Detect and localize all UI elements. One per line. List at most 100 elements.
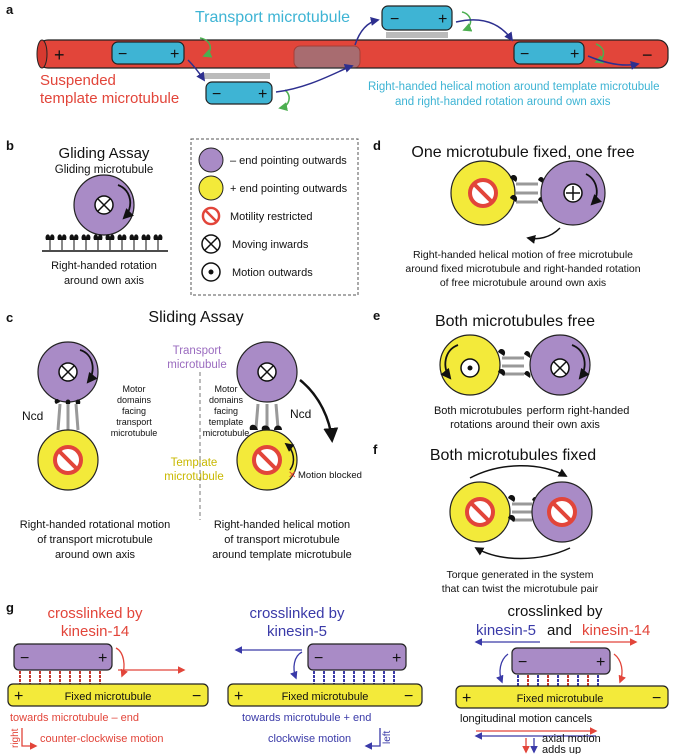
template-label-2: template microtubule: [40, 90, 179, 107]
motor-right-3: facing: [214, 406, 238, 416]
right-purple-plus: +: [596, 654, 605, 671]
mid-title-1: crosslinked by: [249, 605, 345, 622]
motors-e: [502, 356, 524, 376]
transport-mt-1: [111, 41, 185, 65]
right-k14: kinesin-14: [582, 622, 650, 639]
mt2-minus: −: [212, 86, 221, 103]
template-plus: +: [54, 45, 65, 65]
panel-d-caption-3: of free microtubule around own axis: [440, 277, 606, 289]
mt3-minus: −: [390, 11, 399, 28]
green-rotation-arrow-1: [199, 37, 213, 58]
panel-e-caption-b: perform right-handed: [527, 405, 630, 417]
left-purple-plus: +: [98, 650, 107, 667]
navy-arrow-5: [587, 55, 640, 70]
motor-right-2: domains: [209, 395, 244, 405]
panel-a-label: a: [6, 2, 14, 17]
ncd-label-right: Ncd: [290, 407, 311, 421]
panel-f-caption-1: Torque generated in the system: [446, 569, 593, 581]
motors-d: [516, 182, 538, 204]
motors-f: [512, 502, 532, 522]
transport-mt-4: [513, 41, 585, 65]
legend: – end pointing outwards + end pointing o…: [190, 138, 359, 296]
moving-inwards-icon: [201, 234, 221, 254]
blocked-arrow: [284, 442, 295, 471]
motility-restricted-icon-d: [468, 178, 498, 208]
motor-left-3: facing: [122, 406, 146, 416]
mt4-minus: −: [520, 46, 529, 63]
motor-right-4: template: [209, 417, 244, 427]
left-title-1: crosslinked by: [47, 605, 143, 622]
motility-restricted-icon-c1: [53, 445, 83, 475]
ncd-label-left: Ncd: [22, 409, 43, 423]
purple-mt-right: [511, 647, 611, 675]
caption-c-left-3: around own axis: [55, 549, 136, 561]
green-rotation-arrow-4: [594, 43, 605, 64]
kinesin5-motors: [313, 671, 395, 684]
legend-box: [190, 138, 359, 296]
panel-g-label: g: [6, 600, 14, 615]
transport-title: Transport microtubule: [195, 9, 350, 26]
torque-arrow-top: [469, 465, 568, 479]
right-axial-2: adds up: [542, 744, 581, 754]
mid-towards: towards microtubule + end: [242, 712, 371, 724]
helical-arrow-d: [526, 227, 561, 244]
mid-left-label: left: [382, 730, 393, 744]
transport-mt-2: [205, 81, 273, 105]
panel-d: d One microtubule fixed, one free Right-…: [373, 138, 641, 289]
legend-yellow-circle: [198, 175, 224, 201]
transport-mt-3: [381, 5, 453, 31]
mt1-minus: −: [118, 46, 127, 63]
left-title-2: kinesin-14: [61, 623, 129, 640]
right-and: and: [547, 622, 572, 639]
panel-a-motion-1: Right-handed helical motion around templ…: [368, 81, 660, 93]
panel-e-caption-2: rotations around their own axis: [450, 419, 600, 431]
moving-inwards-icon-e: [550, 358, 570, 378]
rotation-arrow-e-left: [440, 344, 459, 380]
rotation-arrow-e-right: [571, 344, 590, 380]
mid-fixed-plus: +: [234, 688, 243, 705]
left-fixed-plus: +: [14, 688, 23, 705]
panel-f-label: f: [373, 442, 378, 457]
right-fixed-label: Fixed microtubule: [517, 693, 604, 705]
motility-restricted-icon-f2: [547, 497, 577, 527]
mid-curved-arrow: [290, 651, 303, 680]
left-down-right-arrow: [21, 728, 38, 750]
motor-left-2: domains: [117, 395, 152, 405]
motor-left-1: Motor: [122, 384, 145, 394]
template-label-1: Suspended: [40, 72, 116, 89]
right-purple-minus: −: [518, 654, 527, 671]
panel-c: c Sliding Assay Transport microtubule Te…: [6, 309, 362, 561]
transport-mt-translucent: [293, 45, 361, 69]
right-cancel: longitudinal motion cancels: [460, 713, 593, 725]
caption-c-left-2: of transport microtubule: [37, 534, 153, 546]
motility-restricted-icon-f1: [465, 497, 495, 527]
panel-e-title: Both microtubules free: [435, 313, 595, 330]
left-curved-arrow: [115, 647, 128, 678]
mixed-motors-red: [527, 675, 589, 686]
navy-arrow-2: [275, 64, 354, 93]
panel-e-caption-a: Both microtubules: [434, 405, 523, 417]
torque-arrow-bottom: [474, 547, 571, 560]
left-fixed-label: Fixed microtubule: [65, 691, 152, 703]
caption-c-right-1: Right-handed helical motion: [214, 519, 350, 531]
moving-inwards-icon-b: [94, 195, 114, 215]
purple-mt-left: [13, 643, 113, 671]
motor-left-5: microtubule: [111, 428, 158, 438]
template-minus: −: [642, 45, 653, 65]
left-right-label: right: [10, 728, 21, 748]
ncd-motors-right: [249, 403, 282, 430]
caption-c-right-3: around template microtubule: [212, 549, 351, 561]
mid-motion: clockwise motion: [268, 733, 351, 745]
right-k5: kinesin-5: [476, 622, 536, 639]
transport-label-2: microtubule: [167, 359, 226, 371]
rotation-arrow-d: [585, 173, 602, 206]
mt4-plus: +: [570, 46, 579, 63]
navy-arrow-4: [455, 19, 514, 42]
rotation-arrow-c-left: [79, 349, 98, 384]
panel-b-subtitle: Gliding microtubule: [55, 164, 153, 176]
motion-outwards-icon: [201, 262, 221, 282]
transport-label-1: Transport: [173, 345, 223, 357]
left-purple-minus: −: [20, 650, 29, 667]
right-curved-blue: [496, 653, 509, 684]
motor-heads-d: [510, 175, 545, 204]
